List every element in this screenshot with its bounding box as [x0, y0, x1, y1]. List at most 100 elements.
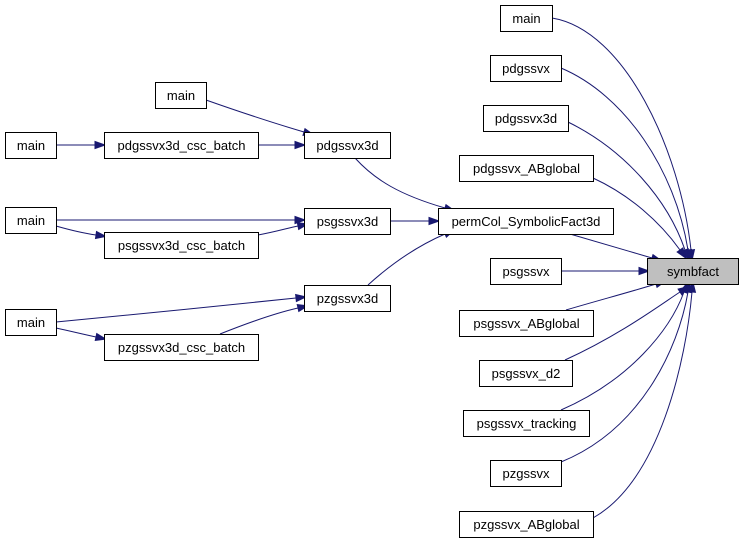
node-pzgssvx3d-m[interactable]: pzgssvx3d — [304, 285, 391, 312]
node-pdgssvx3d-m[interactable]: pdgssvx3d — [304, 132, 391, 159]
edge-main_top-to-pdgssvx3d_m — [205, 99, 316, 136]
node-label: main — [17, 138, 45, 153]
node-pzgssvx3d-csc-batch[interactable]: pzgssvx3d_csc_batch — [104, 334, 259, 361]
edge-main_l1-to-pdgssvx3d_csc_batch — [56, 140, 107, 150]
node-box — [304, 208, 391, 235]
node-main-l1[interactable]: main — [5, 132, 57, 159]
node-psgssvx-abglobal[interactable]: psgssvx_ABglobal — [459, 310, 594, 337]
node-symbfact[interactable]: symbfact — [647, 258, 739, 285]
node-box — [490, 55, 562, 82]
edge-pzgssvx3d_m-to-permcol — [367, 229, 456, 286]
node-box — [459, 511, 594, 538]
node-psgssvx-tracking[interactable]: psgssvx_tracking — [463, 410, 590, 437]
node-main-top[interactable]: main — [155, 82, 207, 109]
node-label: pzgssvx_ABglobal — [473, 517, 579, 532]
edge-pzgssvx3d_csc_batch-to-pzgssvx3d_m — [219, 304, 310, 335]
node-pdgssvx-abglobal[interactable]: pdgssvx_ABglobal — [459, 155, 594, 182]
node-box — [5, 207, 57, 234]
edge-line — [565, 283, 657, 311]
node-label: psgssvx — [503, 264, 550, 279]
edge-pdgssvx_abglobal-to-symbfact — [592, 177, 687, 260]
edge-permcol-to-symbfact — [569, 233, 664, 262]
edge-line — [257, 225, 299, 236]
node-label: pzgssvx — [503, 466, 550, 481]
node-pzgssvx[interactable]: pzgssvx — [490, 460, 562, 487]
edge-line — [564, 291, 681, 361]
node-box — [479, 360, 573, 387]
arrow-head — [638, 266, 651, 276]
edge-psgssvx_tracking-to-symbfact — [560, 281, 688, 411]
node-pdgssvx3d[interactable]: pdgssvx3d — [483, 105, 569, 132]
node-label: pdgssvx — [502, 61, 550, 76]
node-permcol[interactable]: permCol_SymbolicFact3d — [438, 208, 614, 235]
edges-layer — [55, 17, 697, 519]
edge-line — [560, 291, 689, 463]
edge-line — [567, 121, 686, 251]
node-label: psgssvx_ABglobal — [473, 316, 579, 331]
edge-line — [592, 291, 693, 519]
edge-pdgssvx3d_csc_batch-to-pdgssvx3d_m — [258, 140, 307, 150]
node-pdgssvx[interactable]: pdgssvx — [490, 55, 562, 82]
node-label: main — [512, 11, 540, 26]
node-box — [490, 258, 562, 285]
node-main-l3[interactable]: main — [5, 309, 57, 336]
edge-psgssvx3d_m-to-permcol — [390, 216, 441, 226]
edge-main_l2-to-psgssvx3d_csc_batch — [55, 225, 108, 240]
edge-line — [592, 177, 681, 251]
node-box — [104, 132, 259, 159]
node-label: pzgssvx3d — [317, 291, 378, 306]
node-box — [304, 132, 391, 159]
edge-psgssvx3d_csc_batch-to-psgssvx3d_m — [257, 221, 310, 236]
node-label: main — [17, 213, 45, 228]
node-label: pdgssvx3d — [495, 111, 557, 126]
node-main-r1[interactable]: main — [500, 5, 553, 32]
node-box — [5, 132, 57, 159]
node-box — [459, 310, 594, 337]
arrow-head — [94, 140, 107, 150]
edge-line — [569, 233, 653, 259]
arrow-head — [676, 247, 687, 260]
node-label: psgssvx_tracking — [477, 416, 577, 431]
arrow-head — [428, 216, 441, 226]
arrow-head — [94, 332, 108, 342]
node-label: main — [17, 315, 45, 330]
edge-line — [55, 327, 97, 338]
edge-psgssvx_abglobal-to-symbfact — [565, 280, 668, 311]
node-label: psgssvx3d — [317, 214, 378, 229]
node-psgssvx3d-m[interactable]: psgssvx3d — [304, 208, 391, 235]
node-box — [490, 460, 562, 487]
edge-main_l3-to-pzgssvx3d_csc_batch — [55, 327, 108, 342]
node-box — [304, 285, 391, 312]
node-psgssvx-d2[interactable]: psgssvx_d2 — [479, 360, 573, 387]
node-box — [155, 82, 207, 109]
node-box — [104, 334, 259, 361]
node-main-l2[interactable]: main — [5, 207, 57, 234]
node-box — [647, 258, 739, 285]
node-label: symbfact — [667, 264, 719, 279]
node-box — [483, 105, 569, 132]
edge-psgssvx-to-symbfact — [561, 266, 651, 276]
edge-main_l2-to-psgssvx3d_m — [56, 215, 307, 225]
node-box — [459, 155, 594, 182]
arrow-head — [294, 215, 307, 225]
edge-line — [55, 225, 97, 236]
edge-line — [560, 291, 685, 411]
node-psgssvx3d-csc-batch[interactable]: psgssvx3d_csc_batch — [104, 232, 259, 259]
node-box — [500, 5, 553, 32]
node-box — [463, 410, 590, 437]
node-box — [438, 208, 614, 235]
node-psgssvx[interactable]: psgssvx — [490, 258, 562, 285]
node-label: main — [167, 88, 195, 103]
nodes-layer: symbfact main pdgssvx pdgssvx3d pdgssvx_ABgl… — [5, 5, 739, 538]
node-pdgssvx3d-csc-batch[interactable]: pdgssvx3d_csc_batch — [104, 132, 259, 159]
edge-line — [551, 17, 692, 251]
node-box — [5, 309, 57, 336]
node-pzgssvx-abglobal[interactable]: pzgssvx_ABglobal — [459, 511, 594, 538]
edge-line — [354, 157, 446, 209]
node-label: psgssvx_d2 — [492, 366, 561, 381]
node-label: pdgssvx3d_csc_batch — [118, 138, 246, 153]
edge-line — [560, 67, 689, 251]
arrow-head — [294, 140, 307, 150]
